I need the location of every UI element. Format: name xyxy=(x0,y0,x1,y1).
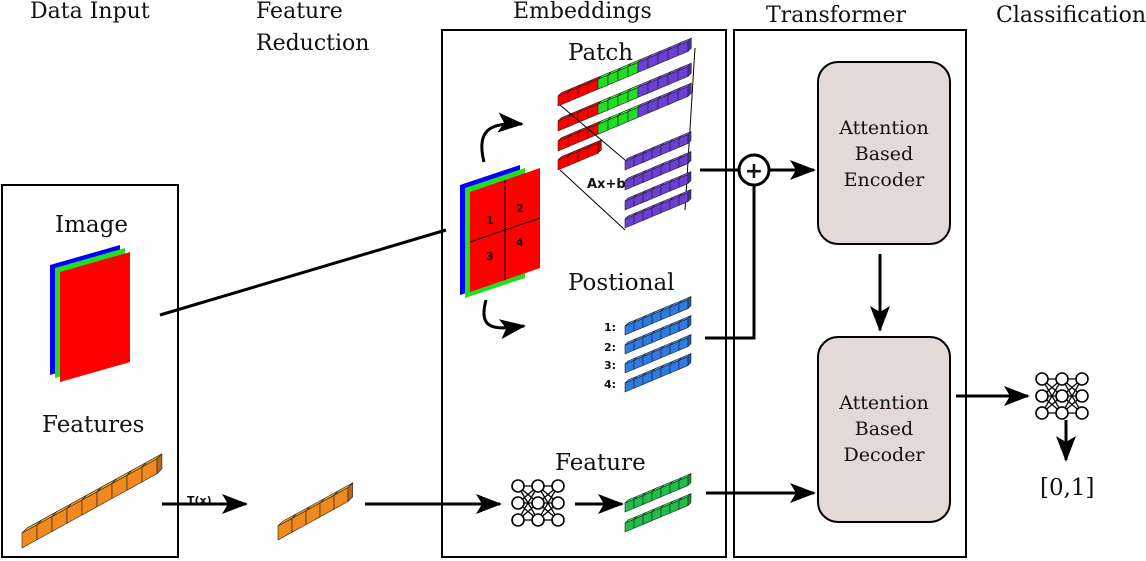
features-label: Features xyxy=(42,412,145,438)
feature-mlp-node xyxy=(511,513,525,527)
reduced-cell-cube-side xyxy=(347,482,353,503)
feature-mlp-node xyxy=(511,496,525,510)
encoder-line-2: Based xyxy=(855,143,913,165)
encoder-box xyxy=(817,61,951,245)
patch-number-3: 3 xyxy=(486,250,494,263)
positional-token-cube-side xyxy=(687,333,692,348)
projected-token-cube-side xyxy=(687,170,692,185)
rgb-image-icon xyxy=(50,245,130,382)
patch-label: Patch xyxy=(568,40,633,66)
image-label: Image xyxy=(55,212,128,238)
classifier-mlp-node xyxy=(1075,372,1089,386)
feature-embedding-label: Feature xyxy=(555,450,646,476)
transformer-panel xyxy=(733,29,967,558)
patched-image-icon xyxy=(460,165,541,298)
feature-cell-cube-side xyxy=(156,453,163,475)
positional-branch-arrow xyxy=(482,299,526,340)
feature-mlp-node xyxy=(551,479,565,493)
positional-token-cube-side xyxy=(687,352,692,367)
classifier-mlp-icon xyxy=(1035,372,1089,420)
feature-mlp-node xyxy=(511,479,525,493)
feature-embedding-rows xyxy=(624,472,692,533)
classifier-mlp-node xyxy=(1035,389,1049,403)
feature-mlp-icon xyxy=(511,479,565,527)
feature-mlp-node xyxy=(531,496,545,510)
patch-number-2: 2 xyxy=(516,202,524,215)
classifier-mlp-node xyxy=(1055,389,1069,403)
header-embeddings: Embeddings xyxy=(513,0,652,24)
patch-number-1: 1 xyxy=(486,214,494,227)
patch-number-4: 4 xyxy=(516,236,524,249)
classifier-mlp-node xyxy=(1075,389,1089,403)
plus-symbol: + xyxy=(745,159,763,184)
features-vector-icon xyxy=(21,453,163,549)
linear-projection-label: Ax+b xyxy=(587,177,626,192)
positional-embedding-rows xyxy=(624,295,692,393)
header-transformer: Transformer xyxy=(766,3,907,28)
patch-branch-arrow xyxy=(480,112,524,163)
patch-token-cube-side xyxy=(687,37,692,53)
projected-token-cube-side xyxy=(687,150,692,165)
feature-embedding-token-cube-side xyxy=(687,472,692,487)
classifier-mlp-node xyxy=(1035,372,1049,386)
feature-mlp-node xyxy=(531,479,545,493)
positional-token-cube-side xyxy=(687,314,692,329)
position-index-3: 3: xyxy=(604,359,616,372)
positional-label: Postional xyxy=(568,270,675,296)
output-range-label: [0,1] xyxy=(1040,475,1095,501)
header-feature-reduction-line1: Feature xyxy=(256,0,343,24)
encoder-line-3: Encoder xyxy=(844,169,926,191)
patch-token-cube-side xyxy=(687,82,692,98)
decoder-line-3: Decoder xyxy=(843,444,925,466)
feature-mlp-node xyxy=(551,496,565,510)
classifier-mlp-node xyxy=(1055,372,1069,386)
header-data-input: Data Input xyxy=(30,0,150,24)
data-input-panel xyxy=(1,184,179,558)
positional-to-plus-connector xyxy=(705,186,756,340)
patch-token-cube-side xyxy=(687,62,692,78)
classifier-mlp-node xyxy=(1035,406,1049,420)
position-index-1: 1: xyxy=(604,321,616,334)
reduced-feature-vector-icon xyxy=(277,482,353,541)
decoder-box xyxy=(817,336,951,523)
plus-node xyxy=(737,153,771,187)
header-feature-reduction-line2: Reduction xyxy=(256,31,369,56)
patch-token-rows xyxy=(557,37,692,171)
embeddings-panel xyxy=(441,29,727,558)
feature-mlp-node xyxy=(531,513,545,527)
header-classification: Classification xyxy=(996,3,1146,28)
projected-patch-embeddings xyxy=(624,130,692,229)
decoder-line-1: Attention xyxy=(838,392,929,414)
encoder-line-1: Attention xyxy=(838,117,929,139)
classifier-mlp-node xyxy=(1075,406,1089,420)
feature-embedding-token-cube-side xyxy=(687,492,692,507)
feature-mlp-node xyxy=(551,513,565,527)
classifier-mlp-node xyxy=(1055,406,1069,420)
position-index-2: 2: xyxy=(604,341,616,354)
image-to-patches-connector xyxy=(159,228,447,317)
decoder-line-2: Based xyxy=(855,418,913,440)
projected-token-cube-side xyxy=(687,130,692,145)
position-index-4: 4: xyxy=(604,378,616,391)
projected-token-cube-side xyxy=(687,188,692,203)
positional-token-cube-side xyxy=(687,295,692,310)
